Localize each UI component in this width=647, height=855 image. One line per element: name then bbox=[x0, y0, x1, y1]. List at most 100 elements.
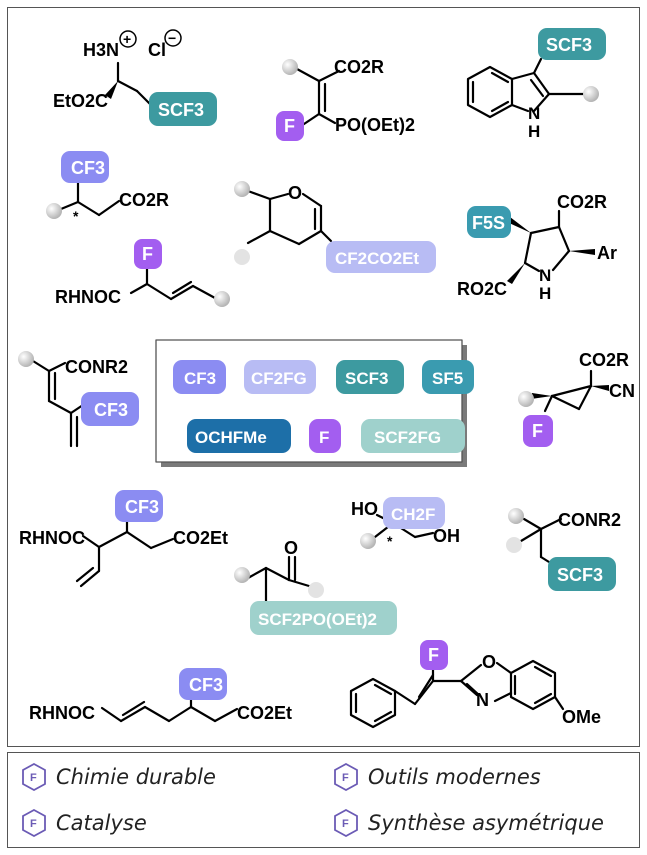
legend-sf5-label: SF5 bbox=[432, 369, 463, 388]
wedge-bond-icon bbox=[507, 217, 531, 233]
fluorinated-groups-legend: CF3 CF2FG SCF3 SF5 OCHFMe F SCF2FG bbox=[155, 339, 474, 467]
legend-label: Chimie durable bbox=[56, 765, 216, 789]
scf3-tag bbox=[538, 28, 606, 60]
rhnoc-label: RHNOC bbox=[19, 528, 85, 548]
co2r-label: CO2R bbox=[579, 350, 629, 370]
f-tag-label: F bbox=[142, 244, 153, 264]
attachment-point-icon bbox=[506, 537, 522, 553]
attachment-point-icon bbox=[360, 533, 376, 549]
ketone-o-label: O bbox=[284, 538, 298, 558]
cf3-tag-label: CF3 bbox=[125, 497, 159, 517]
f-tag bbox=[523, 415, 553, 447]
pyrrolidine-h-label: H bbox=[539, 284, 551, 303]
attachment-point-icon bbox=[234, 249, 250, 265]
fluorine-badge-icon: F bbox=[334, 809, 358, 837]
attachment-point-icon bbox=[583, 86, 599, 102]
legend-label: Catalyse bbox=[56, 811, 147, 835]
rhnoc-label: RHNOC bbox=[55, 287, 121, 307]
attachment-point-icon bbox=[46, 203, 62, 219]
molecule-dihydropyran bbox=[246, 189, 333, 246]
scf3-tag-label: SCF3 bbox=[546, 35, 592, 55]
fluorine-badge-icon: F bbox=[22, 763, 46, 791]
stereo-star-label: * bbox=[73, 208, 79, 224]
minus-charge-label: − bbox=[168, 30, 176, 46]
cf3-tag-label: CF3 bbox=[94, 400, 128, 420]
ch2f-tag-label: CH2F bbox=[391, 505, 435, 524]
f-tag-label: F bbox=[428, 645, 439, 665]
svg-text:F: F bbox=[342, 818, 349, 830]
attachment-point-icon bbox=[234, 567, 250, 583]
svg-text:F: F bbox=[30, 772, 37, 784]
legend-scf2fg-label: SCF2FG bbox=[374, 428, 441, 447]
legend-item-catalyse: F Catalyse bbox=[22, 809, 147, 837]
legend-scf2fg-chip bbox=[361, 419, 465, 453]
legend-sf5-chip bbox=[422, 360, 474, 394]
legend-ochfme-label: OCHFMe bbox=[195, 428, 267, 447]
indole-h-label: H bbox=[528, 122, 540, 141]
sf5-tag bbox=[467, 206, 511, 238]
attachment-point-icon bbox=[214, 291, 230, 307]
scf2fg-tag bbox=[250, 601, 397, 635]
cf2fg-tag bbox=[326, 241, 436, 273]
ro2c-label: RO2C bbox=[457, 279, 507, 299]
molecule-scf2-phosphonate-ketone bbox=[246, 555, 311, 603]
cf3-tag bbox=[61, 151, 109, 183]
legend-cf2fg-label: CF2FG bbox=[251, 369, 307, 388]
f-tag bbox=[420, 640, 448, 670]
svg-text:F: F bbox=[342, 772, 349, 784]
oh-label: OH bbox=[433, 526, 460, 546]
co2r-label: CO2R bbox=[119, 190, 169, 210]
f-tag bbox=[134, 239, 162, 269]
molecule-cf3-diene-amide bbox=[31, 359, 85, 448]
scf3-tag-label: SCF3 bbox=[557, 565, 603, 585]
attachment-point-icon bbox=[234, 181, 250, 197]
minus-charge-icon bbox=[164, 29, 182, 47]
legend-f-chip bbox=[309, 419, 341, 453]
structures-panel: H3N + Cl − EtO2C SCF3 CO2R PO(OEt)2 F N … bbox=[7, 7, 640, 747]
molecule-scf3-amino-ester bbox=[105, 61, 153, 107]
stereo-star-label: * bbox=[387, 533, 393, 549]
molecule-canvas: H3N + Cl − EtO2C SCF3 CO2R PO(OEt)2 F N … bbox=[18, 28, 635, 729]
conr2-label: CONR2 bbox=[558, 510, 621, 530]
co2r-label: CO2R bbox=[557, 192, 607, 212]
wedge-bond-icon bbox=[569, 249, 595, 255]
oxazole-n-label: N bbox=[476, 690, 489, 710]
molecule-fluoro-styryl-benzoxazole bbox=[349, 659, 565, 729]
legend-label: Synthèse asymétrique bbox=[368, 811, 604, 835]
molecule-fluoro-cyclopropane bbox=[543, 369, 593, 413]
molecule-fluoro-allyl-amide bbox=[129, 267, 217, 301]
cf2co2et-tag-label: CF2CO2Et bbox=[335, 249, 419, 268]
fluorine-badge-icon: F bbox=[22, 809, 46, 837]
legend-item-chimie-durable: F Chimie durable bbox=[22, 763, 216, 791]
cf3-tag bbox=[81, 392, 139, 426]
oxazole-o-label: O bbox=[482, 652, 496, 672]
f-tag-label: F bbox=[532, 421, 543, 441]
svg-text:F: F bbox=[30, 818, 37, 830]
fluorine-badge-icon: F bbox=[334, 763, 358, 791]
f-tag-label: F bbox=[284, 116, 295, 136]
molecule-scf3-indole bbox=[466, 57, 587, 119]
legend-cf3-label: CF3 bbox=[184, 369, 216, 388]
attachment-point-icon bbox=[508, 508, 524, 524]
eto2c-label: EtO2C bbox=[53, 91, 108, 111]
molecule-sf5-pyrrolidine bbox=[523, 209, 571, 273]
plus-charge-icon bbox=[119, 30, 137, 48]
molecule-cf3-stereocenter bbox=[59, 180, 121, 217]
legend-item-synthese-asymetrique: F Synthèse asymétrique bbox=[334, 809, 604, 837]
cf3-tag-label: CF3 bbox=[189, 675, 223, 695]
attachment-point-icon bbox=[308, 582, 324, 598]
wedge-bond-icon bbox=[531, 393, 552, 399]
ar-label: Ar bbox=[597, 243, 617, 263]
scf3-tag bbox=[548, 557, 616, 591]
legend-label: Outils modernes bbox=[368, 765, 541, 789]
cn-label: CN bbox=[609, 381, 635, 401]
rhnoc-label: RHNOC bbox=[29, 703, 95, 723]
wedge-bond-icon bbox=[591, 385, 609, 391]
pyran-o-label: O bbox=[288, 183, 302, 203]
themes-legend: F Chimie durable F Outils modernes F Cat… bbox=[7, 752, 640, 848]
co2et-label: CO2Et bbox=[237, 703, 292, 723]
cf3-tag bbox=[115, 490, 163, 522]
pyrrolidine-n-label: N bbox=[539, 266, 551, 285]
ho-label: HO bbox=[351, 499, 378, 519]
cf3-tag-label: CF3 bbox=[71, 158, 105, 178]
